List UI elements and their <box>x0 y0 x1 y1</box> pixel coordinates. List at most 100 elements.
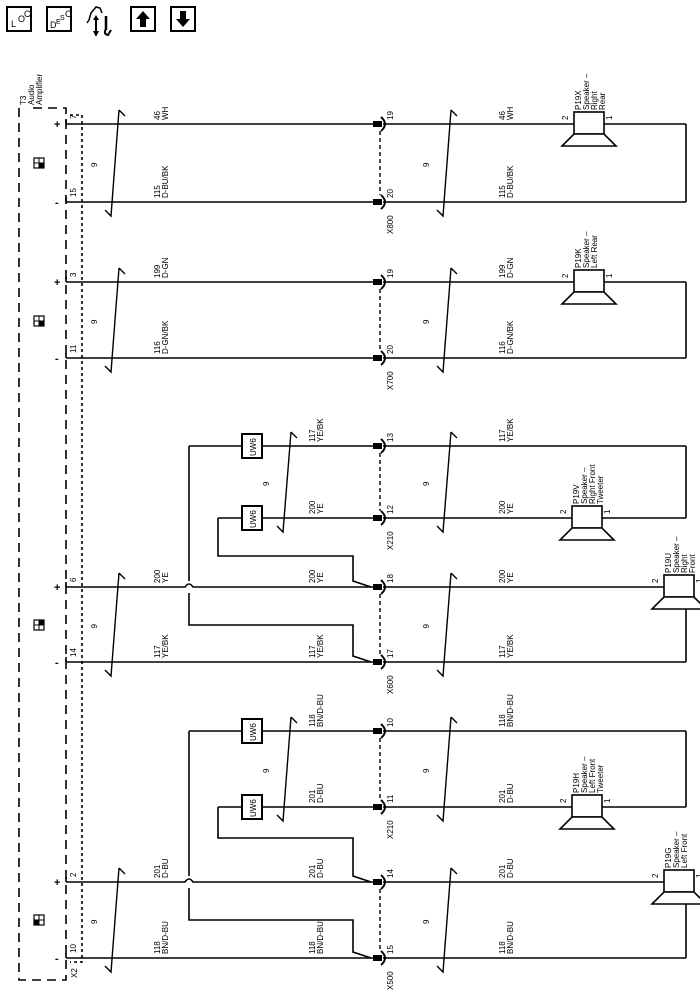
speaker-id: P19X <box>574 90 583 110</box>
twisted-pair-label: 9 <box>422 481 431 486</box>
component-name-line2: Amplifier <box>35 74 44 105</box>
circuit-number-label: 201 <box>498 864 507 878</box>
circuit-number-label: 201 <box>498 789 507 803</box>
twisted-pair-label: 9 <box>90 919 99 924</box>
speaker-pin-label: 1 <box>605 115 614 120</box>
circuit-number-label: 115 <box>498 185 507 198</box>
speaker-pin-label: 2 <box>651 873 660 878</box>
speaker-pin-label: 1 <box>605 273 614 278</box>
speaker-id: P19V <box>572 484 581 504</box>
inline-pin-label: 20 <box>386 189 395 198</box>
speaker-pin-label: 2 <box>561 115 570 120</box>
circuit-number-label: 118 <box>308 941 317 954</box>
output-channel-icon <box>33 914 45 926</box>
inline-connector-label: X600 <box>386 675 395 694</box>
wire-color-label: BN/D-BU <box>316 921 325 954</box>
twisted-pair-marker <box>436 867 458 974</box>
connector-pin-male <box>373 199 382 205</box>
circuit-number-label: 200 <box>308 569 317 583</box>
speaker-name: Tweeter <box>596 764 605 793</box>
speaker-pin-label: 1 <box>695 578 700 583</box>
description-icon: D <box>50 20 57 30</box>
circuit-number-label: 199 <box>153 264 162 278</box>
speaker-name: Left Front <box>680 833 689 868</box>
amp-pin-label: 2 <box>69 872 78 877</box>
desc-glyph-c: C <box>65 9 72 19</box>
amp-pin-label: 11 <box>69 344 78 353</box>
twisted-pair-label: 9 <box>422 319 431 324</box>
page-down-button[interactable] <box>170 6 196 32</box>
speaker-name: Rear <box>598 92 607 110</box>
desc-button[interactable]: D E S C <box>46 6 72 32</box>
arrow-down-icon <box>176 11 190 27</box>
twisted-pair-marker <box>436 109 458 218</box>
circuit-number-label: 118 <box>308 714 317 727</box>
filter-label: UW6 <box>249 723 258 741</box>
twisted-pair-marker <box>104 572 126 678</box>
amplifier-component: T3 Audio Amplifier X2 <box>18 74 83 981</box>
wire-color-label: D-GN <box>161 257 170 278</box>
speaker-cone <box>650 596 700 610</box>
output-channel-icon <box>33 315 45 327</box>
connector-pin-male <box>373 515 382 521</box>
filter-box <box>241 794 263 820</box>
wire-color-label: BN/D-BU <box>161 921 170 954</box>
minus-sign: - <box>55 197 59 209</box>
speaker-name: Left Rear <box>590 235 599 268</box>
icon-fill <box>39 163 44 168</box>
component-name-line1: Audio <box>27 84 36 105</box>
minus-sign: - <box>55 953 59 965</box>
desc-glyph-s: S <box>60 15 65 22</box>
icon-fill <box>39 321 44 326</box>
inline-pin-label: 13 <box>386 433 395 442</box>
connector-label: X2 <box>70 968 79 978</box>
wire-color-label: YE <box>506 503 515 514</box>
page-up-button[interactable] <box>130 6 156 32</box>
speaker-name: Right <box>680 554 689 573</box>
wire-color-label: D-BU/BK <box>161 165 170 198</box>
loc-button[interactable]: L O C <box>6 6 32 32</box>
wire-color-label: YE <box>506 572 515 583</box>
twisted-pair-label: 9 <box>90 162 99 167</box>
circuit-number-label: 200 <box>308 500 317 514</box>
plus-sign: + <box>54 277 60 289</box>
wire-color-label: YE <box>316 572 325 583</box>
speaker-magnet <box>663 869 695 893</box>
amp-pin-label: 15 <box>69 188 78 197</box>
circuit-number-label: 118 <box>498 941 507 954</box>
wire-color-label: D-BU <box>316 783 325 803</box>
twisted-pair-label: 9 <box>90 624 99 629</box>
circuit-number-label: 117 <box>153 645 162 658</box>
wire-color-label: YE <box>161 572 170 583</box>
twisted-pair-label: 9 <box>422 624 431 629</box>
connector-tool-button[interactable] <box>86 4 120 37</box>
twisted-pair-marker <box>104 267 126 374</box>
output-channel-icon <box>33 157 45 169</box>
speaker-name: Left Front <box>588 758 597 793</box>
circuit-number-label: 201 <box>153 864 162 878</box>
wire-color-label: D-BU <box>506 783 515 803</box>
circuit-number-label: 199 <box>498 264 507 278</box>
speaker-cone <box>560 133 618 147</box>
connector-pin-male <box>373 955 382 961</box>
inline-pin-label: 20 <box>386 345 395 354</box>
circuit-number-label: 115 <box>153 185 162 198</box>
desc-glyph-e: E <box>56 19 61 26</box>
speaker-magnet <box>573 269 605 293</box>
circuit-number-label: 118 <box>498 714 507 727</box>
filter-box <box>241 718 263 744</box>
twisted-pair-label: 9 <box>422 768 431 773</box>
connector-wrench-icon <box>86 6 112 37</box>
output-channel-icon <box>33 619 45 631</box>
circuit-number-label: 200 <box>153 569 162 583</box>
minus-sign: - <box>55 657 59 669</box>
filter-box <box>241 505 263 531</box>
inline-connector-label: X210 <box>386 820 395 839</box>
twisted-pair-label: 9 <box>262 481 271 486</box>
twisted-pair-label: 9 <box>422 162 431 167</box>
inline-pin-label: 12 <box>386 505 395 514</box>
circuit-number-label: 201 <box>308 864 317 878</box>
connector-pin-male <box>373 584 382 590</box>
wire-color-label: YE/BK <box>316 418 325 442</box>
inline-connector-label: X800 <box>386 215 395 234</box>
